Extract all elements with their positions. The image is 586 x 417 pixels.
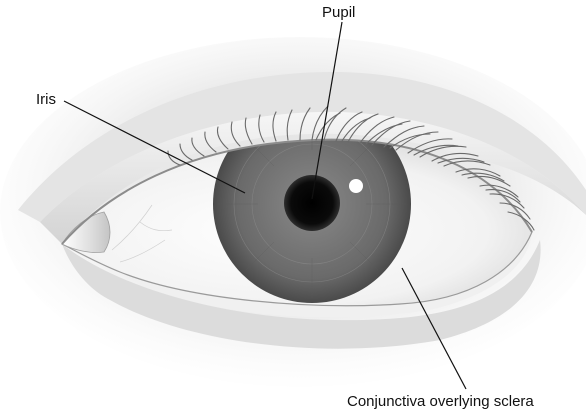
conjunctiva-label: Conjunctiva overlying sclera bbox=[347, 393, 534, 411]
pupil-label: Pupil bbox=[322, 4, 355, 22]
corneal-highlight bbox=[349, 179, 363, 193]
pupil bbox=[284, 175, 340, 231]
iris-label: Iris bbox=[36, 91, 56, 109]
